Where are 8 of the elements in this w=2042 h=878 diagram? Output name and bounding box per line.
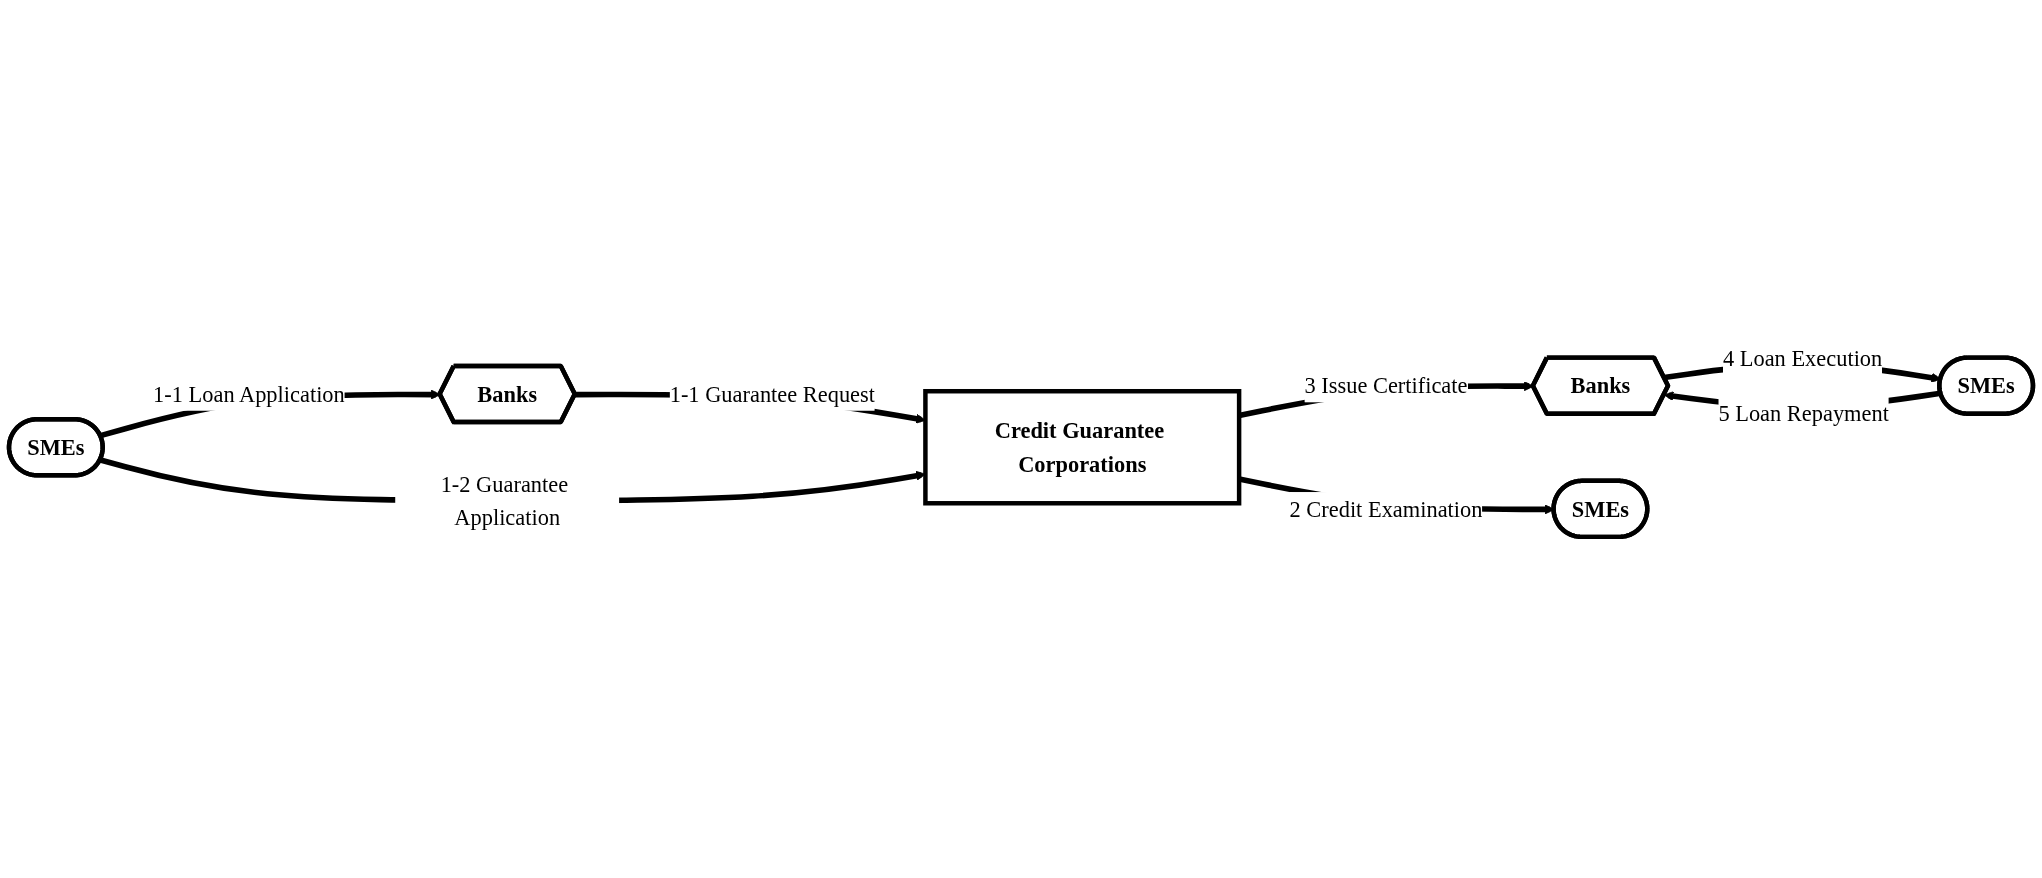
edge-label: 1-2 Guarantee Application — [440, 471, 569, 530]
edge-label: 4 Loan Execution — [1722, 345, 1883, 371]
edge-label: 5 Loan Repayment — [1718, 401, 1889, 427]
edge-label: 2 Credit Examination — [1289, 496, 1483, 522]
edge-label: 1-1 Guarantee Request — [669, 381, 875, 407]
node-box: Credit Guarantee Corporations — [923, 389, 1242, 506]
edge-label: 3 Issue Certificate — [1304, 373, 1468, 399]
edge-label: 1-1 Loan Application — [153, 381, 345, 407]
